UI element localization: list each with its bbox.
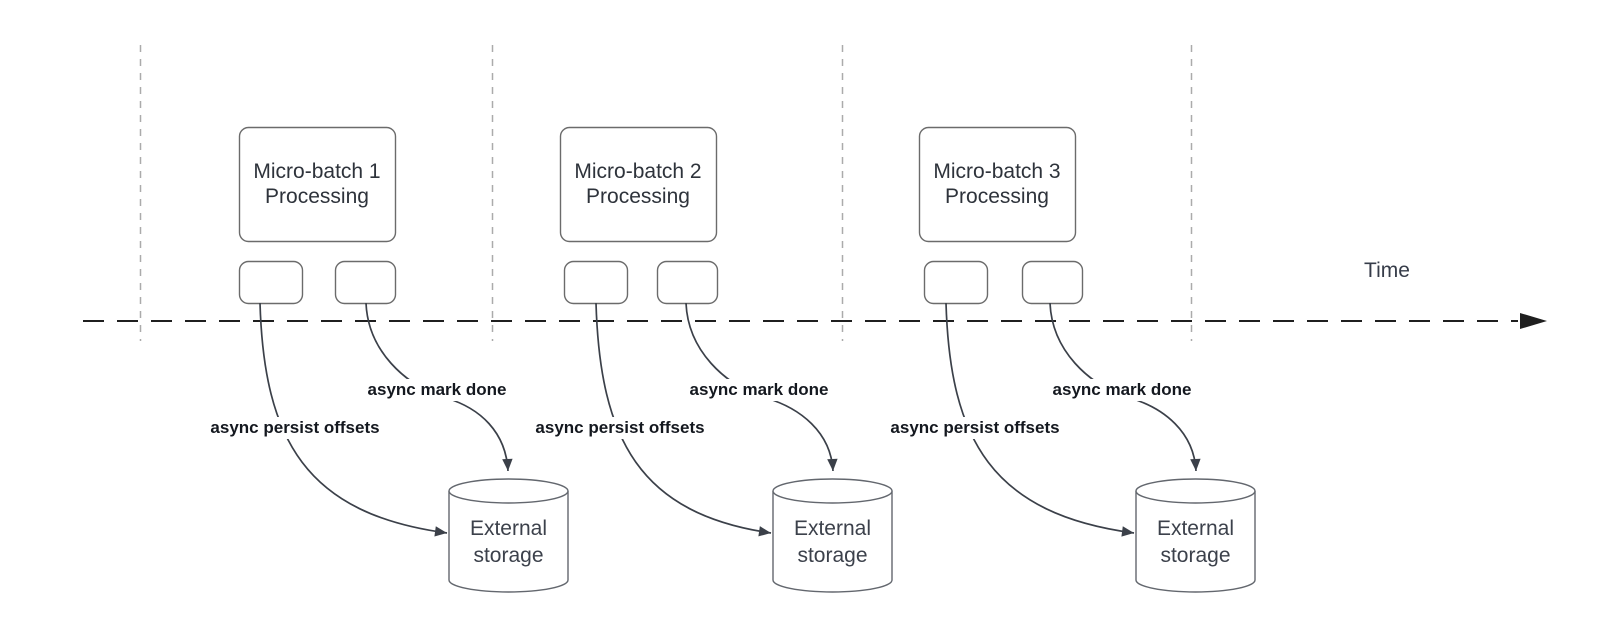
micro-batch-1-processing-box — [238, 126, 397, 243]
external-storage-label: External storage — [1136, 491, 1255, 592]
micro-batch-3-processing-box — [918, 126, 1077, 243]
external-storage-label-line: storage — [473, 543, 544, 567]
micro-batch-2-offset-commit-box — [563, 260, 629, 305]
mark-done-label: async mark done — [1049, 379, 1195, 401]
micro-batch-title-line: Micro-batch 3 — [933, 160, 1061, 183]
micro-batch-2-processing-box — [559, 126, 718, 243]
external-storage-cylinder-top — [772, 478, 893, 504]
micro-batch-title-line: Micro-batch 1 — [253, 160, 381, 183]
time-axis-arrowhead-icon — [1520, 313, 1547, 329]
micro-batch-1-offset-commit-box — [238, 260, 304, 305]
external-storage-cylinder-top — [1135, 478, 1256, 504]
external-storage-label: External storage — [773, 491, 892, 592]
micro-batch-1-title: Micro-batch 1 Processing — [239, 127, 395, 241]
mark-done-label: async mark done — [364, 379, 510, 401]
external-storage-cylinder-body — [1135, 491, 1256, 593]
micro-batch-3-offset-commit-box — [923, 260, 989, 305]
micro-batch-title-line: Micro-batch 2 — [574, 160, 702, 183]
mark-done-label: async mark done — [686, 379, 832, 401]
micro-batch-title-line: Processing — [265, 185, 369, 208]
external-storage-label-line: External — [793, 516, 872, 540]
micro-batch-3-mark-done-box — [1021, 260, 1084, 305]
time-axis-label: Time — [1364, 259, 1410, 282]
micro-batch-1-mark-done-box — [334, 260, 397, 305]
persist-offsets-arrow — [945, 302, 1135, 537]
external-storage-cylinder-body — [772, 491, 893, 593]
external-storage-cylinder-body — [448, 491, 569, 593]
micro-batch-3-title: Micro-batch 3 Processing — [919, 127, 1075, 241]
micro-batch-title-line: Processing — [945, 185, 1049, 208]
persist-offsets-arrow — [259, 302, 448, 537]
micro-batch-2-mark-done-box — [656, 260, 719, 305]
persist-offsets-label: async persist offsets — [207, 417, 383, 439]
persist-offsets-label: async persist offsets — [887, 417, 1063, 439]
persist-offsets-label: async persist offsets — [532, 417, 708, 439]
micro-batch-title-line: Processing — [586, 185, 690, 208]
micro-batch-2-title: Micro-batch 2 Processing — [560, 127, 716, 241]
external-storage-label-line: External — [1156, 516, 1235, 540]
persist-offsets-arrow — [595, 302, 772, 537]
external-storage-label-line: storage — [1160, 543, 1231, 567]
external-storage-label-line: storage — [797, 543, 868, 567]
external-storage-label-line: External — [469, 516, 548, 540]
external-storage-cylinder-top — [448, 478, 569, 504]
external-storage-label: External storage — [449, 491, 568, 592]
